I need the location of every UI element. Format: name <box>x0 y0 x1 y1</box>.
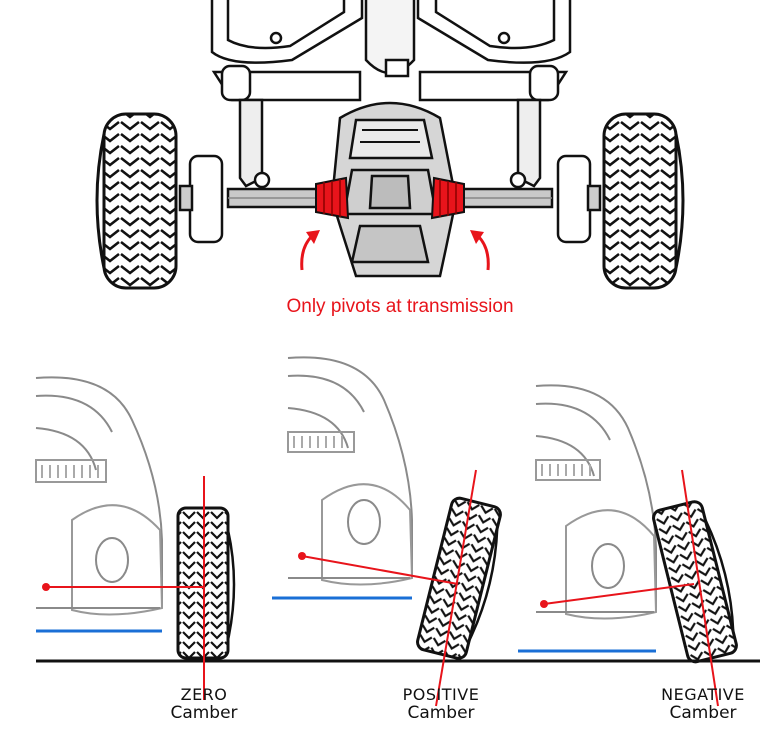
panel-zero-camber <box>35 376 236 700</box>
brake-drum-right <box>556 154 602 244</box>
caption-positive-camber: POSITIVE Camber <box>376 685 506 723</box>
caption-line2: Camber <box>170 703 238 723</box>
axle-pivot-point <box>298 552 306 560</box>
car-body-silhouette <box>535 384 658 620</box>
caption-line1: ZERO <box>180 685 228 704</box>
rear-suspension-assembly <box>95 0 685 290</box>
axle-pivot-point <box>42 583 50 591</box>
body-pan <box>210 0 572 78</box>
pivot-arrow-right <box>470 230 490 271</box>
caption-zero-camber: ZERO Camber <box>144 685 264 723</box>
wheel-centerline <box>681 469 719 707</box>
pivot-boots-highlight <box>315 176 465 220</box>
tire-zero <box>176 506 236 660</box>
caption-negative-camber: NEGATIVE Camber <box>638 685 768 723</box>
axle-tubes <box>226 187 554 209</box>
panel-negative-camber <box>518 384 738 707</box>
spring-plates <box>211 64 569 189</box>
pivot-caption: Only pivots at transmission <box>286 296 514 317</box>
pivot-arrow-left <box>300 230 320 271</box>
tire-positive <box>416 496 502 660</box>
wheel-centerline <box>435 469 477 707</box>
car-body-silhouette <box>35 376 164 616</box>
axle-line <box>543 583 695 605</box>
tire-negative <box>652 500 738 664</box>
caption-line2: Camber <box>669 703 737 723</box>
rear-tire-left <box>95 112 178 290</box>
caption-line1: NEGATIVE <box>661 685 745 704</box>
brake-drum-left <box>178 154 224 244</box>
axle-line <box>301 555 459 585</box>
car-body-silhouette <box>287 356 414 586</box>
panel-positive-camber <box>272 356 502 707</box>
rear-tire-right <box>602 112 685 290</box>
caption-line2: Camber <box>407 703 475 723</box>
axle-pivot-point <box>540 600 548 608</box>
caption-line1: POSITIVE <box>402 685 480 704</box>
transmission <box>330 101 458 278</box>
